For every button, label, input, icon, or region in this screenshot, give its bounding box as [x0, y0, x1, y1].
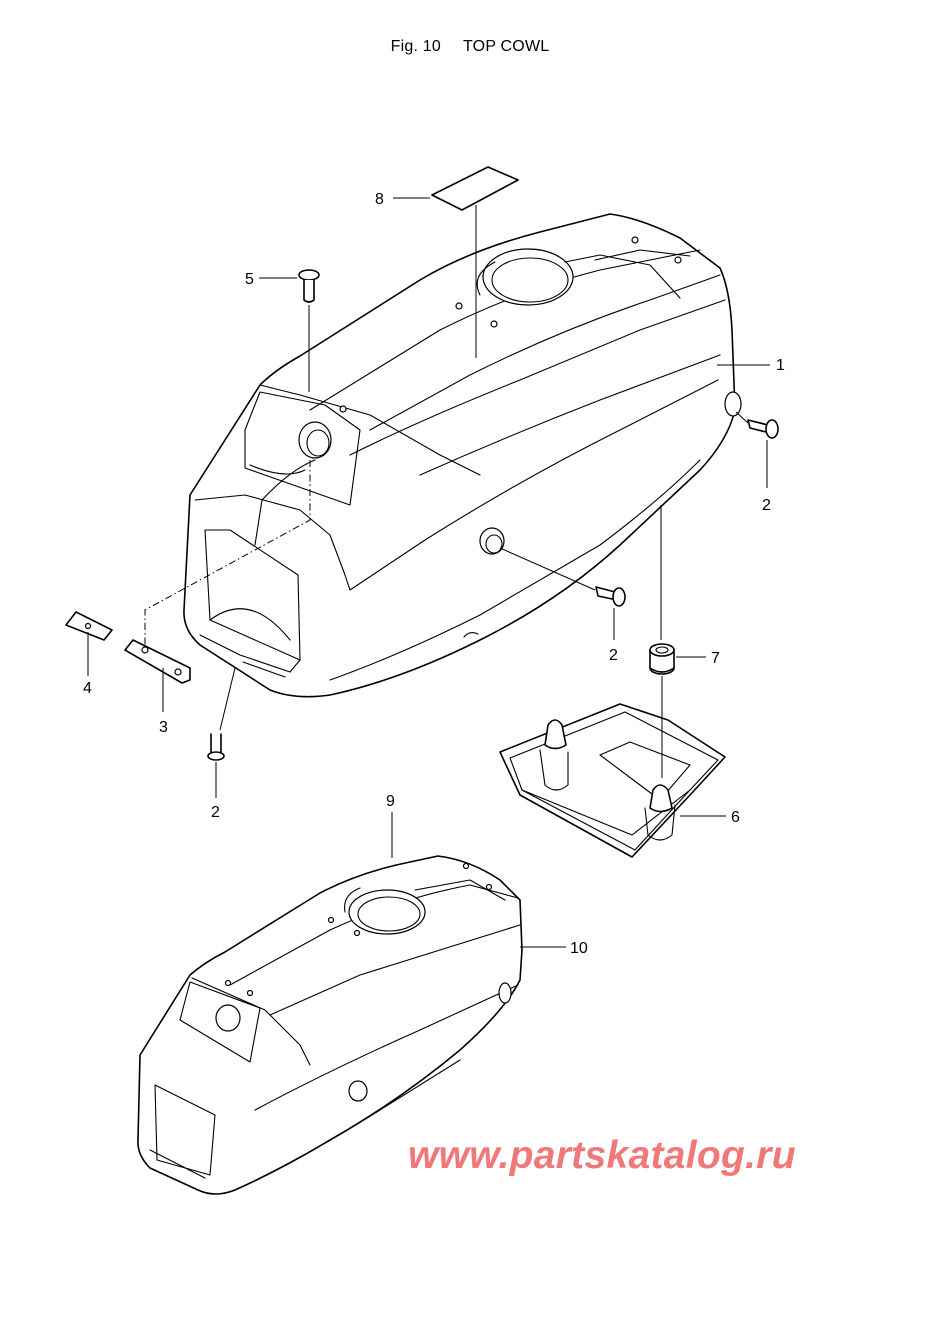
grommet-drawing	[649, 643, 675, 675]
watermark: www.partskatalog.ru	[408, 1134, 796, 1177]
callout-4: 4	[83, 680, 92, 697]
screw-front-drawing	[207, 733, 225, 761]
centerline-screw-front	[219, 667, 236, 731]
callout-10: 10	[570, 940, 588, 957]
centerline-screw-middle	[499, 547, 596, 591]
screw-middle-drawing	[595, 586, 626, 607]
top-cowl-drawing	[183, 213, 742, 698]
callout-2-front: 2	[211, 804, 220, 821]
callout-2-right: 2	[762, 497, 771, 514]
callout-1: 1	[776, 357, 785, 374]
clip-hole	[84, 622, 92, 630]
screw-right-drawing	[747, 419, 779, 439]
callout-9: 9	[386, 793, 395, 810]
centerline-clip	[144, 460, 311, 645]
plate-hole	[174, 668, 182, 676]
callout-6: 6	[731, 809, 740, 826]
cowl-assembly-drawing	[137, 855, 523, 1195]
figure-title: Fig. 10 TOP COWL	[0, 38, 940, 56]
plate-drawing	[124, 639, 191, 684]
callout-3: 3	[159, 719, 168, 736]
intake-cover-drawing	[499, 703, 726, 858]
decal-drawing	[431, 166, 519, 211]
screw-top-drawing	[298, 269, 320, 303]
callout-7: 7	[711, 650, 720, 667]
figure-number: Fig. 10	[390, 38, 441, 55]
centerline-screw-right	[735, 411, 749, 424]
plate-hole	[141, 646, 149, 654]
callout-5: 5	[245, 271, 254, 288]
figure-name: TOP COWL	[462, 38, 550, 55]
callout-8: 8	[375, 191, 384, 208]
callout-2-middle: 2	[609, 647, 618, 664]
